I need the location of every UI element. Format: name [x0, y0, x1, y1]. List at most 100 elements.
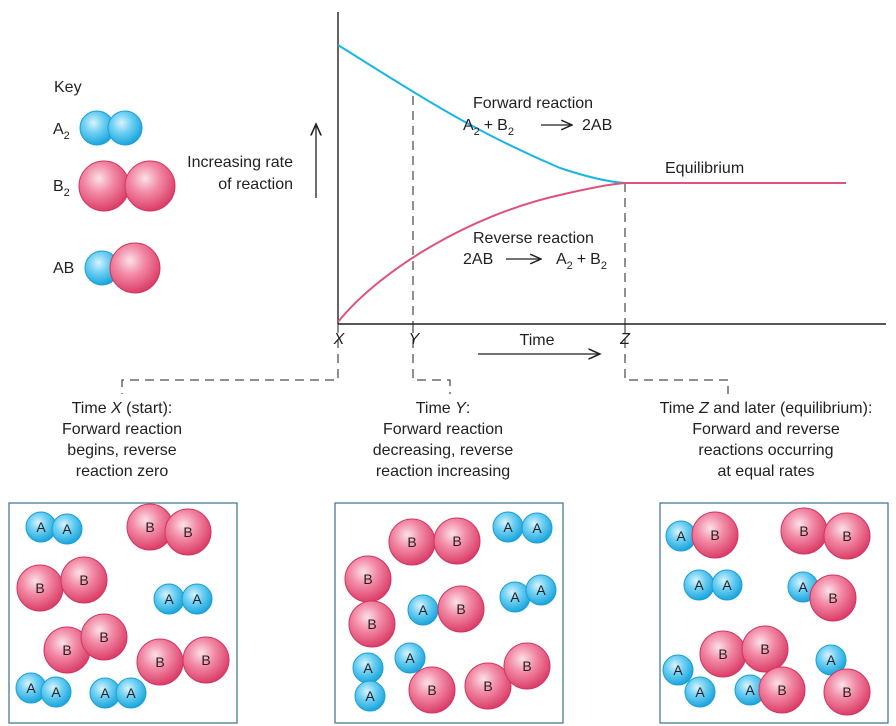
svg-text:A: A	[164, 591, 174, 607]
svg-text:B: B	[799, 523, 808, 539]
svg-text:A2+B2: A2+B2	[463, 117, 514, 138]
svg-text:B: B	[777, 682, 786, 698]
atom-a: A	[51, 513, 83, 545]
svg-text:B: B	[427, 682, 436, 698]
svg-text:B: B	[99, 629, 108, 645]
atom-b: B	[464, 662, 512, 710]
svg-text:A: A	[363, 660, 373, 676]
svg-text:Time Z and later (equilibrium): Time Z and later (equilibrium):	[660, 400, 873, 417]
svg-text:B: B	[145, 519, 154, 535]
svg-text:A: A	[722, 577, 732, 593]
atom-b: B	[408, 666, 456, 714]
svg-text:A: A	[100, 685, 110, 701]
svg-text:A: A	[532, 520, 542, 536]
atom-a: A	[525, 574, 557, 606]
atom-a: A	[684, 676, 716, 708]
svg-text:A: A	[192, 591, 202, 607]
atom-b: B	[164, 508, 212, 556]
svg-text:A: A	[695, 684, 705, 700]
atom-b: B	[780, 507, 828, 555]
atom-b: B	[809, 574, 857, 622]
svg-text:A: A	[36, 519, 46, 535]
svg-text:Time Y:: Time Y:	[416, 400, 471, 417]
atom-b: B	[741, 625, 789, 673]
x-axis-label: Time	[520, 332, 555, 349]
key-item-ab: AB	[53, 242, 161, 294]
atom-a: A	[115, 677, 147, 709]
svg-text:begins, reverse: begins, reverse	[67, 442, 176, 459]
svg-text:B: B	[842, 528, 851, 544]
b2-molecule-icon	[78, 160, 176, 212]
svg-text:A: A	[676, 528, 686, 544]
atom-b: B	[182, 636, 230, 684]
atom-a: A	[492, 511, 524, 543]
atom-a: A	[665, 520, 697, 552]
atom-b: B	[80, 613, 128, 661]
ab-molecule: AB	[815, 644, 871, 716]
svg-text:Time X (start):: Time X (start):	[72, 400, 173, 417]
y-axis-label: Increasing rate of reaction	[187, 124, 316, 198]
atom-b: B	[437, 585, 485, 633]
a2-molecule: AA	[662, 654, 716, 708]
atom-b: B	[136, 638, 184, 686]
atom-b: B	[823, 512, 871, 560]
svg-text:B2: B2	[53, 178, 70, 199]
svg-text:reaction zero: reaction zero	[76, 463, 169, 480]
svg-text:A: A	[536, 582, 546, 598]
svg-text:A: A	[51, 684, 61, 700]
svg-text:A: A	[798, 579, 808, 595]
svg-text:A: A	[405, 650, 415, 666]
key-title: Key	[54, 79, 82, 96]
a2-molecule: AA	[352, 652, 386, 712]
atom-b: B	[758, 666, 806, 714]
caption-time-x: Time X (start): Forward reaction begins,…	[62, 400, 182, 480]
svg-text:reaction increasing: reaction increasing	[376, 463, 510, 480]
atom-a: A	[89, 677, 121, 709]
svg-text:B: B	[201, 652, 210, 668]
svg-text:A: A	[673, 662, 683, 678]
svg-text:B: B	[407, 534, 416, 550]
svg-text:Forward reaction: Forward reaction	[473, 95, 593, 112]
svg-text:B: B	[62, 642, 71, 658]
atom-a: A	[352, 652, 384, 684]
forward-rate-curve	[337, 44, 626, 184]
svg-text:A2: A2	[53, 121, 70, 142]
svg-text:B: B	[155, 654, 164, 670]
svg-text:Forward and reverse: Forward and reverse	[692, 421, 840, 438]
atom-b: B	[60, 556, 108, 604]
atom-a: A	[181, 583, 213, 615]
reverse-rate-curve	[337, 182, 626, 323]
forward-reaction-label: Forward reaction A2+B2 2AB	[463, 95, 612, 138]
svg-text:A: A	[365, 688, 375, 704]
svg-text:B: B	[79, 572, 88, 588]
atom-a: A	[153, 583, 185, 615]
svg-text:A: A	[510, 589, 520, 605]
svg-text:A: A	[418, 602, 428, 618]
atom-a: A	[407, 594, 439, 626]
atom-b: B	[699, 630, 747, 678]
atom-a: A	[40, 676, 72, 708]
svg-text:A: A	[694, 577, 704, 593]
ab-molecule: AB	[787, 571, 857, 622]
caption-time-z: Time Z and later (equilibrium): Forward …	[660, 400, 873, 480]
svg-text:A: A	[745, 682, 755, 698]
svg-text:2AB: 2AB	[463, 251, 493, 268]
svg-text:A: A	[126, 685, 136, 701]
svg-text:B: B	[842, 684, 851, 700]
atom-b: B	[348, 600, 396, 648]
key-item-a2: A2	[53, 110, 143, 146]
atom-b: B	[344, 555, 392, 603]
